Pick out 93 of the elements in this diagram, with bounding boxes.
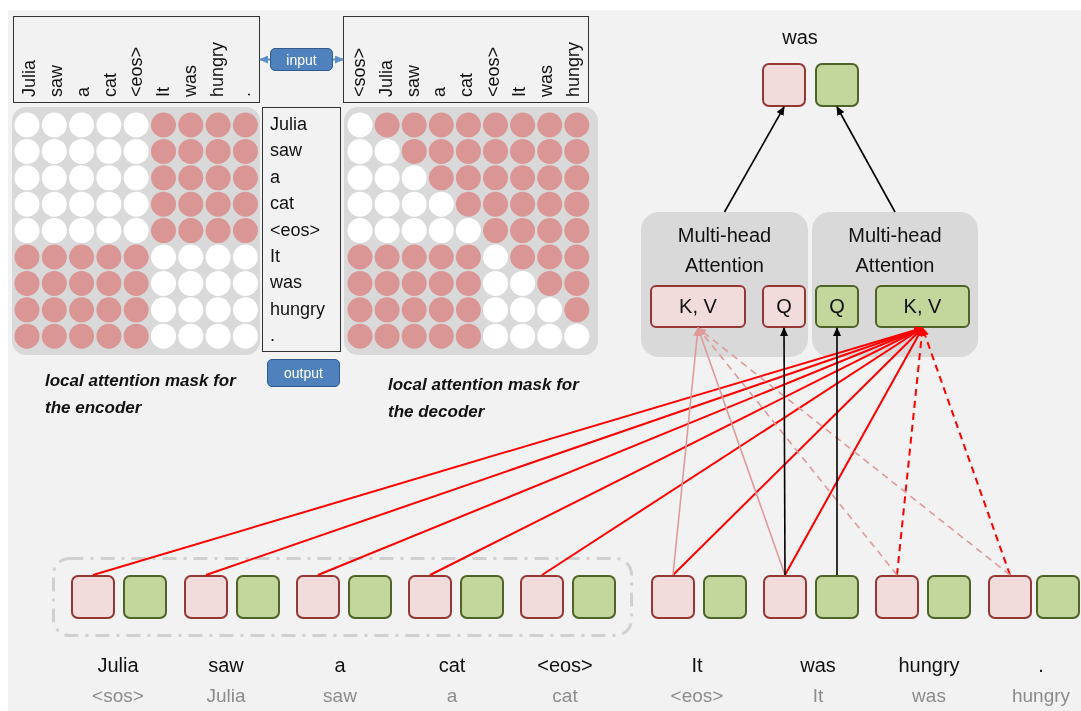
token-label: <sos> (92, 685, 144, 707)
input-box: Q (815, 285, 859, 328)
tag: output (267, 359, 340, 387)
row-label: cat (270, 192, 294, 215)
token-label: a (446, 685, 458, 707)
arrow (696, 327, 786, 576)
token-label: <eos> (670, 685, 724, 707)
token-label: saw (323, 685, 357, 707)
token-label: It (812, 685, 824, 707)
input-box: Q (762, 285, 806, 328)
embedding-square (763, 575, 807, 619)
token-label: hungry (898, 654, 960, 677)
row-label: . (270, 324, 275, 346)
embedding-square (123, 575, 167, 619)
embedding-square (71, 575, 115, 619)
column-label: saw (403, 65, 422, 97)
column-label: <eos> (127, 46, 146, 97)
token-label: hungry (1011, 685, 1071, 707)
arrow (784, 327, 924, 576)
token-label: . (1038, 654, 1044, 677)
arrow (723, 106, 785, 213)
panel-title: Multi-head Attention (847, 223, 943, 278)
embedding-square (762, 63, 806, 107)
embedding-square (651, 575, 695, 619)
column-label: . (234, 92, 253, 97)
token-label: Julia (206, 685, 246, 707)
dashed-group (52, 557, 633, 637)
attention-panel (641, 212, 808, 357)
embedding-square (927, 575, 971, 619)
input-box: K, V (650, 285, 746, 328)
row-label: was (270, 271, 302, 294)
header-box (13, 16, 260, 103)
arrow (780, 327, 789, 576)
embedding-square (875, 575, 919, 619)
column-label: a (430, 87, 449, 97)
column-label: <sos> (350, 47, 369, 97)
token-label: was (912, 685, 946, 707)
row-label: Julia (270, 113, 308, 135)
token-label: cat (438, 654, 466, 677)
embedding-square (703, 575, 747, 619)
token-label: a (334, 654, 346, 677)
token-label: <eos> (537, 654, 593, 677)
embedding-square (460, 575, 504, 619)
arrow (836, 106, 896, 213)
token-label: cat (552, 685, 578, 707)
embedding-square (296, 575, 340, 619)
caption: local attention mask for the encoder (45, 370, 238, 419)
column-label: cat (100, 73, 119, 97)
arrow (833, 327, 841, 576)
attention-panel (812, 212, 978, 357)
row-label: It (270, 244, 280, 267)
embedding-square (815, 63, 859, 107)
embedding-square (1036, 575, 1080, 619)
arrow (921, 327, 1011, 576)
column-label: a (73, 87, 92, 97)
embedding-square (408, 575, 452, 619)
column-label: Julia (377, 59, 395, 97)
embedding-square (520, 575, 564, 619)
token-label: Julia (97, 654, 139, 677)
panel-title: Multi-head Attention (676, 223, 773, 278)
tag: input (270, 48, 333, 71)
token-label: It (691, 654, 703, 677)
embedding-square (184, 575, 228, 619)
row-label: saw (270, 139, 302, 162)
column-label: was (536, 65, 555, 97)
row-label: a (270, 165, 280, 188)
embedding-square (572, 575, 616, 619)
output-box (262, 107, 341, 352)
arrow (697, 327, 1011, 576)
caption: local attention mask for the decoder (388, 374, 581, 423)
input-box: K, V (875, 285, 970, 328)
token-label: saw (208, 654, 244, 677)
row-label: <eos> (270, 218, 321, 241)
header-box (343, 16, 589, 103)
column-label: It (510, 87, 529, 97)
column-label: <eos> (483, 46, 502, 97)
token-label: was (782, 26, 818, 49)
row-label: hungry (270, 297, 326, 320)
column-label: was (180, 65, 199, 97)
column-label: hungry (563, 41, 582, 97)
column-label: saw (47, 65, 66, 97)
embedding-square (815, 575, 859, 619)
embedding-square (988, 575, 1032, 619)
arrow (259, 55, 271, 64)
embedding-square (348, 575, 392, 619)
column-label: It (154, 87, 173, 97)
token-label: was (800, 654, 836, 677)
column-label: Julia (20, 59, 39, 97)
column-label: cat (456, 73, 475, 97)
arrow (332, 55, 344, 64)
column-label: hungry (207, 41, 226, 97)
arrow (697, 327, 898, 576)
embedding-square (236, 575, 280, 619)
